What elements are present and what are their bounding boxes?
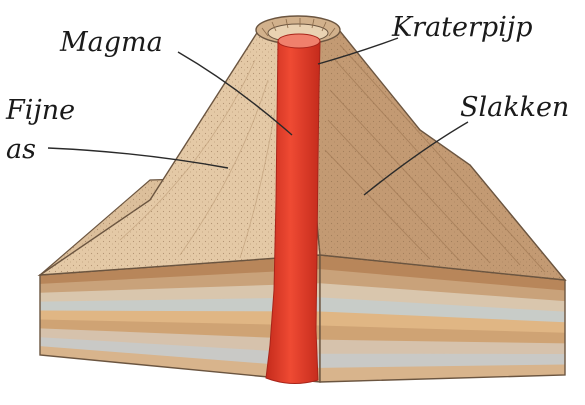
label-as: as	[6, 134, 36, 165]
label-kraterpijp: Kraterpijp	[391, 12, 532, 43]
label-slakken: Slakken	[460, 92, 569, 123]
label-fijne: Fijne	[5, 95, 75, 126]
magma-top	[278, 34, 320, 48]
label-magma: Magma	[59, 27, 163, 58]
